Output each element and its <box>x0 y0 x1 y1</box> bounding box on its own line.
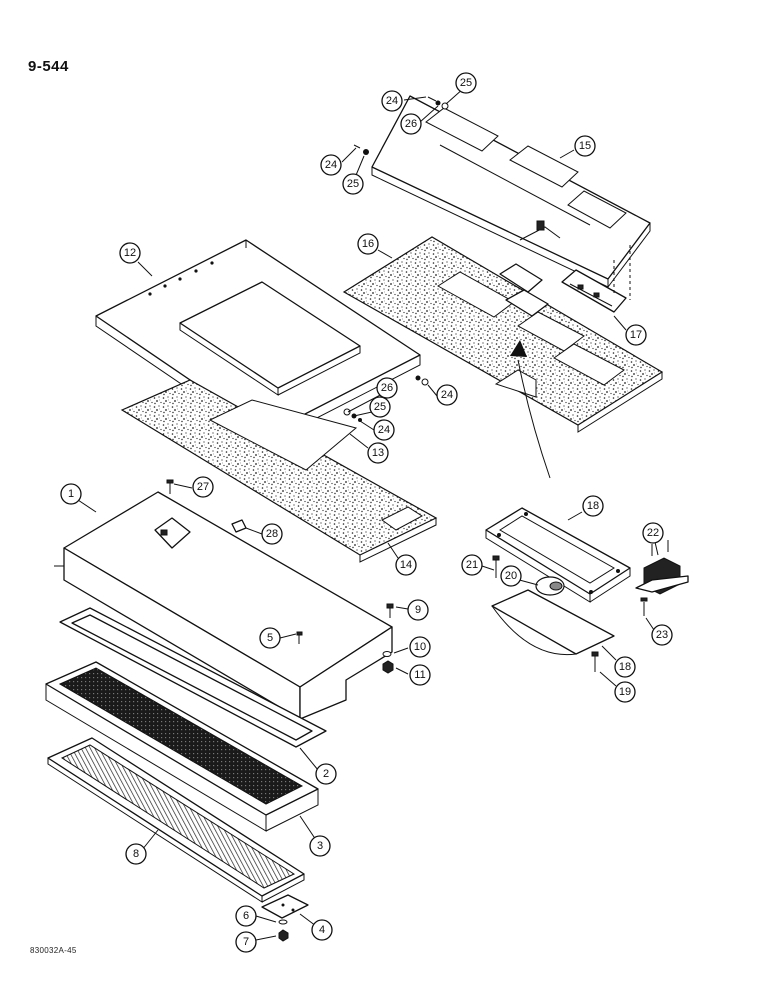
callout-22: 22 <box>642 522 664 544</box>
svg-text:8: 8 <box>133 848 139 860</box>
svg-text:25: 25 <box>347 178 359 190</box>
callout-20: 20 <box>500 565 522 587</box>
callout-28: 28 <box>261 523 283 545</box>
callout-24-mid-right: 24 <box>436 384 458 406</box>
callout-14: 14 <box>395 554 417 576</box>
callout-6: 6 <box>235 905 257 927</box>
callout-18-bottom: 18 <box>614 656 636 678</box>
callout-26-mid: 26 <box>376 377 398 399</box>
page-number: 9-544 <box>28 58 69 75</box>
callout-13: 13 <box>367 442 389 464</box>
part-12-roof-panel <box>95 239 421 444</box>
svg-text:5: 5 <box>267 632 273 644</box>
svg-text:12: 12 <box>124 247 136 259</box>
svg-text:17: 17 <box>630 329 642 341</box>
callout-7: 7 <box>235 931 257 953</box>
svg-text:16: 16 <box>362 238 374 250</box>
part-15-cover-plate <box>371 95 651 288</box>
svg-text:20: 20 <box>505 570 517 582</box>
svg-text:15: 15 <box>579 140 591 152</box>
svg-text:25: 25 <box>460 77 472 89</box>
callout-25-left: 25 <box>342 173 364 195</box>
svg-text:25: 25 <box>374 401 386 413</box>
svg-text:13: 13 <box>372 447 384 459</box>
callout-8: 8 <box>125 843 147 865</box>
svg-text:28: 28 <box>266 528 278 540</box>
part-16-insulation-pad <box>342 236 664 433</box>
callout-15: 15 <box>574 135 596 157</box>
svg-text:24: 24 <box>325 159 337 171</box>
svg-text:26: 26 <box>381 382 393 394</box>
svg-text:11: 11 <box>414 669 425 681</box>
part-20-motor <box>535 576 565 596</box>
svg-text:14: 14 <box>400 559 412 571</box>
callout-3: 3 <box>309 835 331 857</box>
svg-text:18: 18 <box>619 661 631 673</box>
callout-24-mid-left: 24 <box>373 419 395 441</box>
callout-23: 23 <box>651 624 673 646</box>
insertion-arrow <box>510 340 551 479</box>
svg-text:21: 21 <box>466 559 478 571</box>
callout-2: 2 <box>315 763 337 785</box>
callout-5: 5 <box>259 627 281 649</box>
svg-text:27: 27 <box>197 481 209 493</box>
svg-text:2: 2 <box>323 768 329 780</box>
figure-code: 830032A-45 <box>30 946 77 955</box>
part-3-filter <box>45 661 319 832</box>
svg-text:6: 6 <box>243 910 249 922</box>
svg-text:24: 24 <box>386 95 398 107</box>
part-8-grille <box>47 737 305 903</box>
svg-text:23: 23 <box>656 629 668 641</box>
part-18-heater-housing <box>485 507 631 656</box>
callout-25-mid: 25 <box>369 396 391 418</box>
svg-text:22: 22 <box>647 527 659 539</box>
callout-17: 17 <box>625 324 647 346</box>
part-2-gasket <box>59 607 327 748</box>
svg-text:4: 4 <box>319 924 325 936</box>
callout-26-top: 26 <box>400 113 422 135</box>
svg-text:1: 1 <box>68 488 74 500</box>
part-22-switch <box>635 540 689 595</box>
svg-text:26: 26 <box>405 118 417 130</box>
callout-25-top: 25 <box>455 72 477 94</box>
svg-text:9: 9 <box>415 604 421 616</box>
part-1-housing <box>54 491 393 720</box>
callout-10: 10 <box>409 636 431 658</box>
svg-text:18: 18 <box>587 500 599 512</box>
callout-16: 16 <box>357 233 379 255</box>
callout-1: 1 <box>60 483 82 505</box>
callout-11: 11 <box>409 664 431 686</box>
callout-24-left: 24 <box>320 154 342 176</box>
callout-12: 12 <box>119 242 141 264</box>
fasteners <box>166 96 648 942</box>
svg-text:19: 19 <box>619 686 631 698</box>
part-13-14-insulation-pad <box>120 379 438 563</box>
callout-9: 9 <box>407 599 429 621</box>
svg-text:24: 24 <box>441 389 453 401</box>
svg-text:7: 7 <box>243 936 249 948</box>
callout-21: 21 <box>461 554 483 576</box>
callout-18-top: 18 <box>582 495 604 517</box>
svg-text:10: 10 <box>414 641 426 653</box>
svg-text:24: 24 <box>378 424 390 436</box>
part-17-bracket <box>561 245 631 313</box>
callout-19: 19 <box>614 681 636 703</box>
part-4-plate <box>261 894 309 919</box>
callout-27: 27 <box>192 476 214 498</box>
callout-24-top: 24 <box>381 90 403 112</box>
callout-4: 4 <box>311 919 333 941</box>
svg-text:3: 3 <box>317 840 323 852</box>
